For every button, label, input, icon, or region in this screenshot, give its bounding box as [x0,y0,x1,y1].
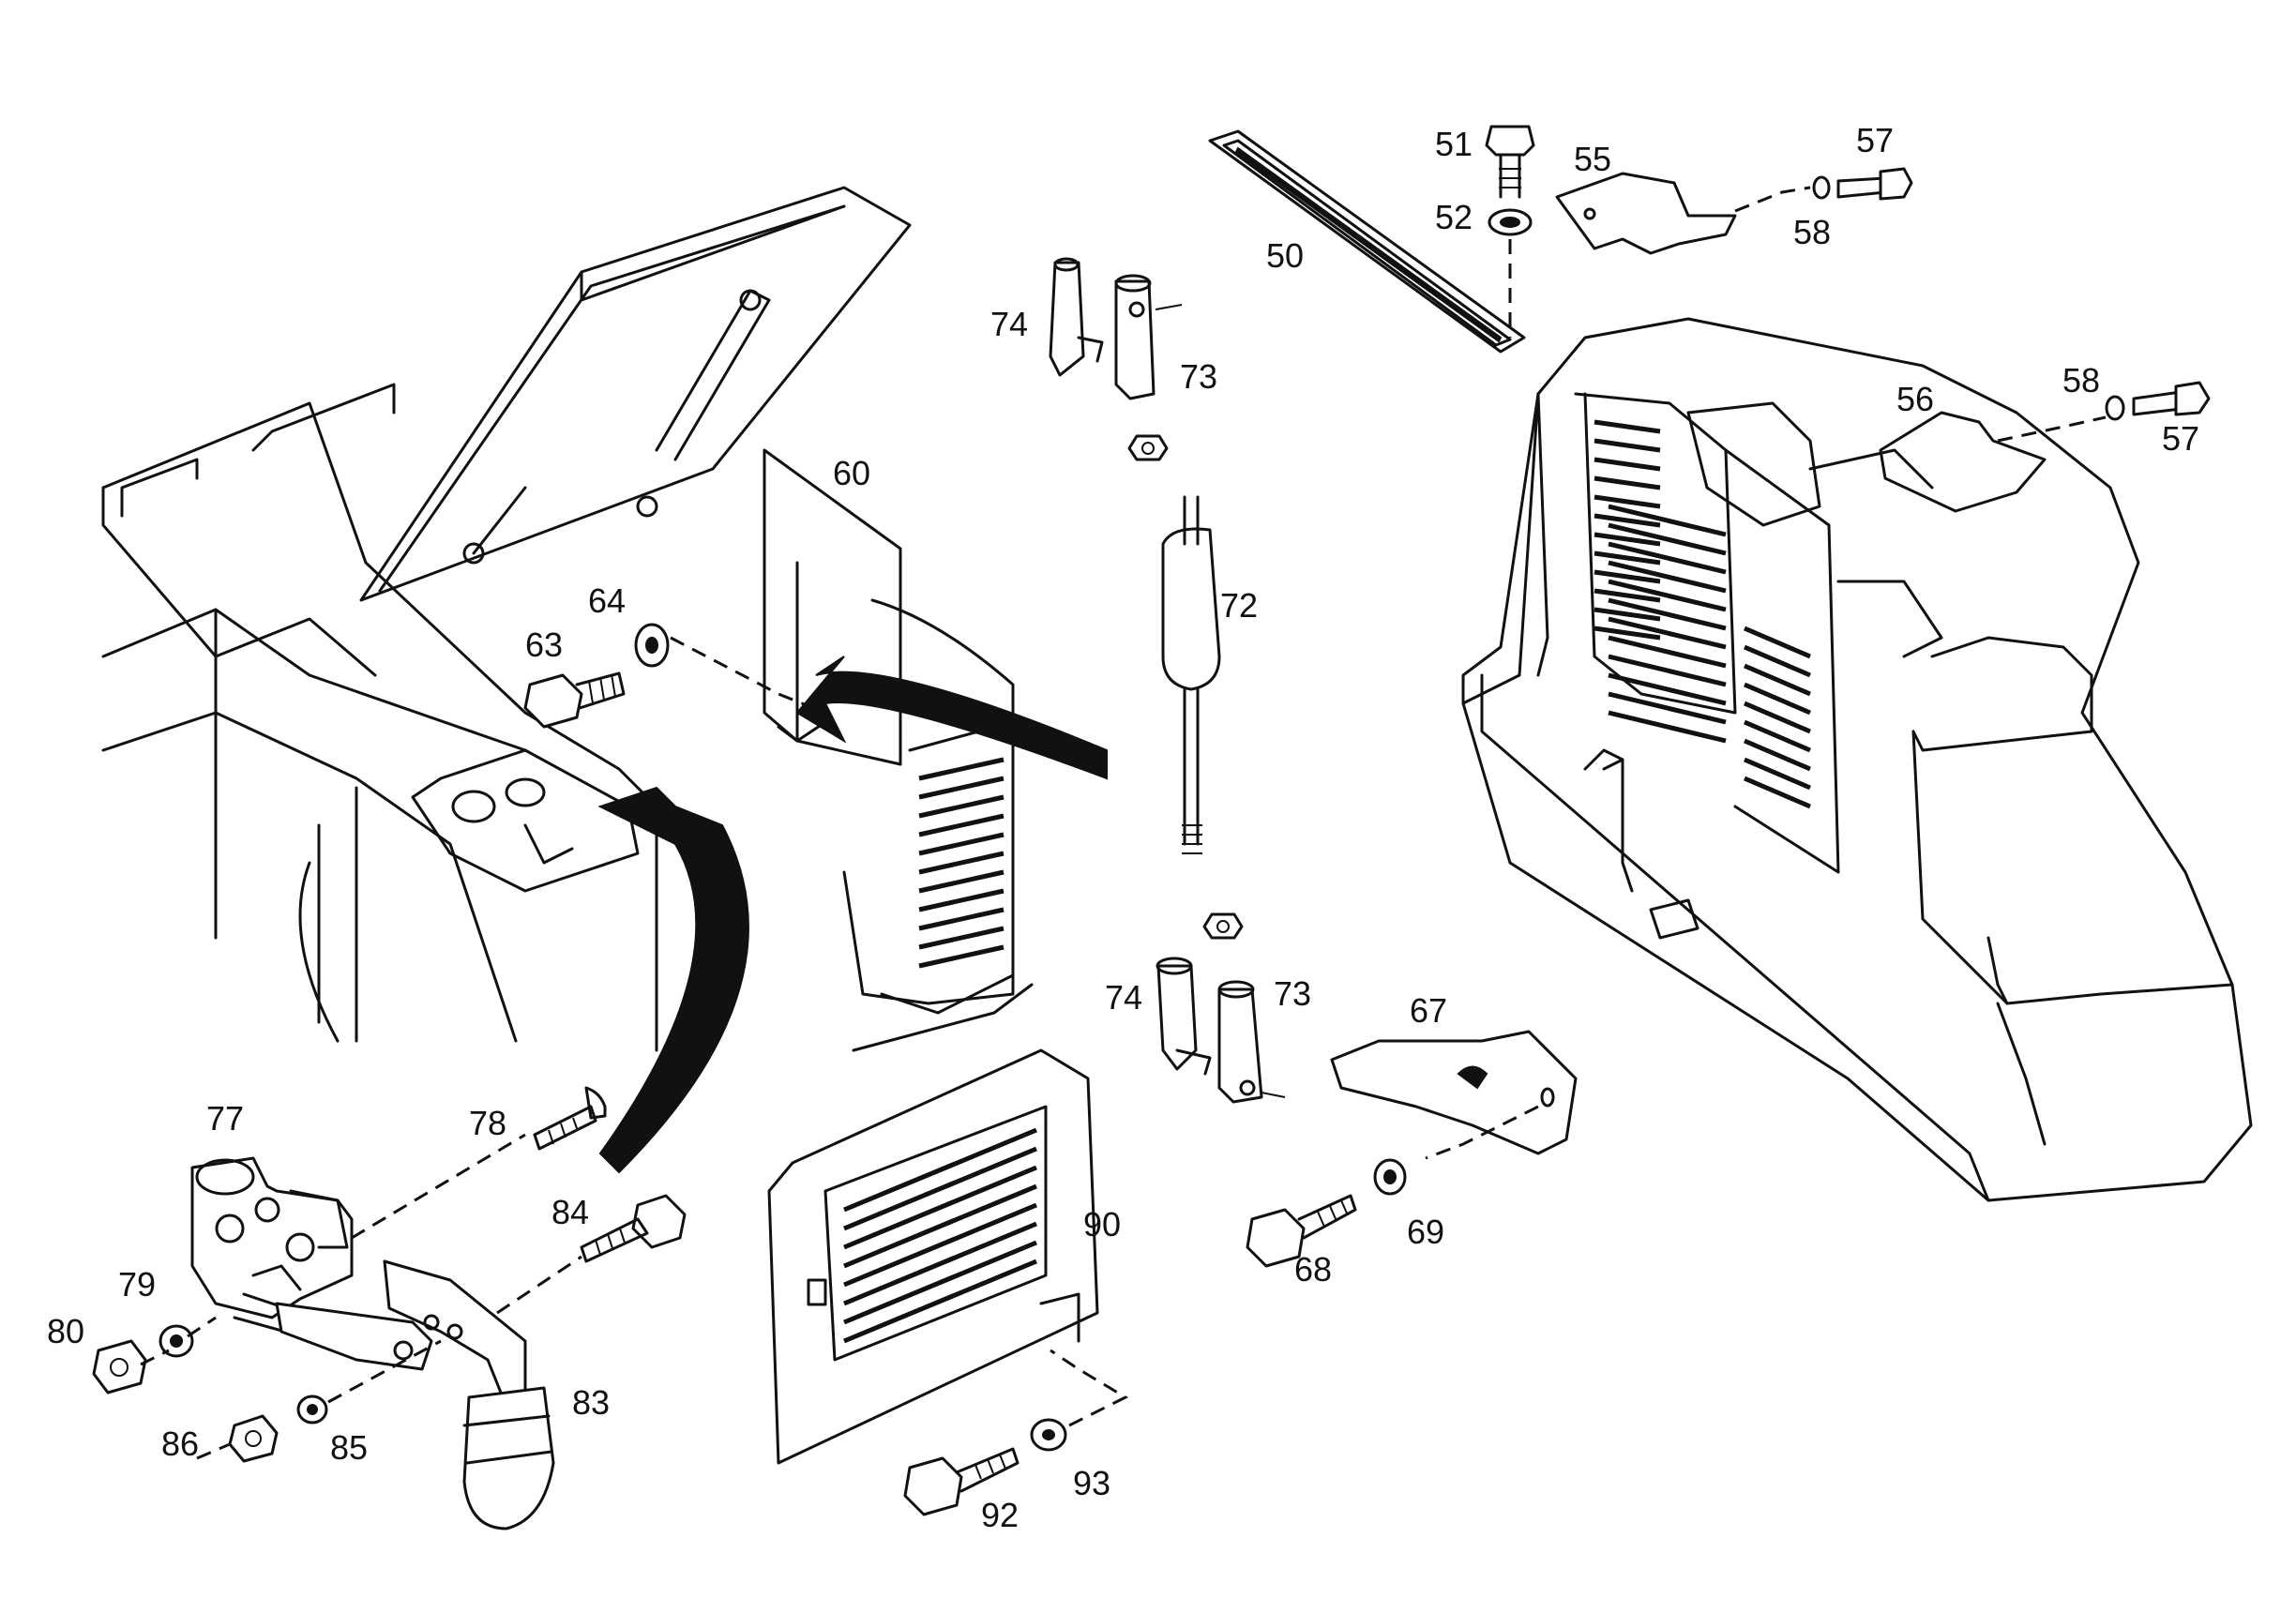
label-73-upper: 73 [1180,357,1217,396]
label-85: 85 [330,1428,368,1467]
mounting-bracket-67 [1330,1030,1578,1160]
clevis-73-lower [1217,980,1286,1104]
label-52: 52 [1435,198,1473,236]
bolt-92 [903,1447,1020,1516]
part-number-labels: 50 51 52 55 56 57 57 58 58 60 63 64 67 6… [47,121,2199,1534]
assembly-guide-lines [140,636,826,1460]
label-86: 86 [161,1425,199,1463]
washer-69 [1373,1158,1407,1196]
washer-64 [634,623,670,668]
label-67: 67 [1410,991,1447,1030]
washer-85 [296,1394,328,1425]
label-60: 60 [833,454,870,492]
hinge-lever-83 [275,1259,555,1530]
label-68: 68 [1294,1250,1332,1289]
label-78: 78 [469,1104,506,1142]
clevis-74-lower [1156,957,1212,1076]
label-93: 93 [1073,1464,1110,1502]
label-56: 56 [1896,380,1934,418]
bracket-56 [1879,411,2107,513]
label-57-right: 57 [2162,419,2199,458]
bolt-57-right [2132,381,2211,416]
label-77: 77 [206,1099,244,1138]
intake-screen-50 [1208,129,1526,354]
bolt-84 [580,1194,687,1263]
nut-lower [1202,912,1244,940]
washer-58-top [1812,175,1831,200]
label-73-lower: 73 [1274,974,1311,1013]
label-63: 63 [525,626,563,664]
washer-52 [1488,208,1533,338]
bolt-78 [533,1086,607,1151]
label-90: 90 [1083,1205,1121,1244]
washer-79 [159,1324,194,1358]
label-64: 64 [588,581,626,620]
label-84: 84 [551,1193,589,1231]
label-55: 55 [1574,140,1611,178]
label-58-top: 58 [1793,213,1831,251]
nut-80 [92,1339,147,1394]
raised-hood-panel [359,186,912,602]
engine-cover-housing [1461,317,2253,1202]
washer-58-right [2105,395,2125,421]
gas-strut-72 [1161,495,1221,854]
label-51: 51 [1435,125,1473,163]
side-door-60 [763,448,1108,1015]
label-57-top: 57 [1856,121,1894,159]
label-79: 79 [118,1265,156,1304]
lower-panel-90 [767,1048,1099,1465]
hood-motion-arrow [597,786,749,1174]
label-80: 80 [47,1312,84,1350]
label-58-right: 58 [2062,361,2100,399]
latch-77 [190,1156,354,1343]
bolt-51 [1485,125,1535,199]
bolt-68 [1246,1194,1357,1268]
label-92: 92 [981,1496,1019,1534]
label-72: 72 [1220,586,1258,625]
label-69: 69 [1407,1213,1444,1251]
label-74-lower: 74 [1105,978,1142,1017]
label-74-upper: 74 [990,305,1028,343]
washer-93 [1030,1349,1129,1452]
bolt-63 [523,671,626,729]
bolt-57-top [1836,167,1913,201]
clevis-73-upper [1114,274,1183,400]
label-83: 83 [572,1383,610,1422]
engine-side-grille [842,720,1034,1052]
bracket-55 [1555,172,1811,255]
nut-upper [1127,434,1169,461]
clevis-74-upper [1049,257,1104,377]
label-50: 50 [1266,236,1304,275]
nut-86 [228,1414,279,1463]
